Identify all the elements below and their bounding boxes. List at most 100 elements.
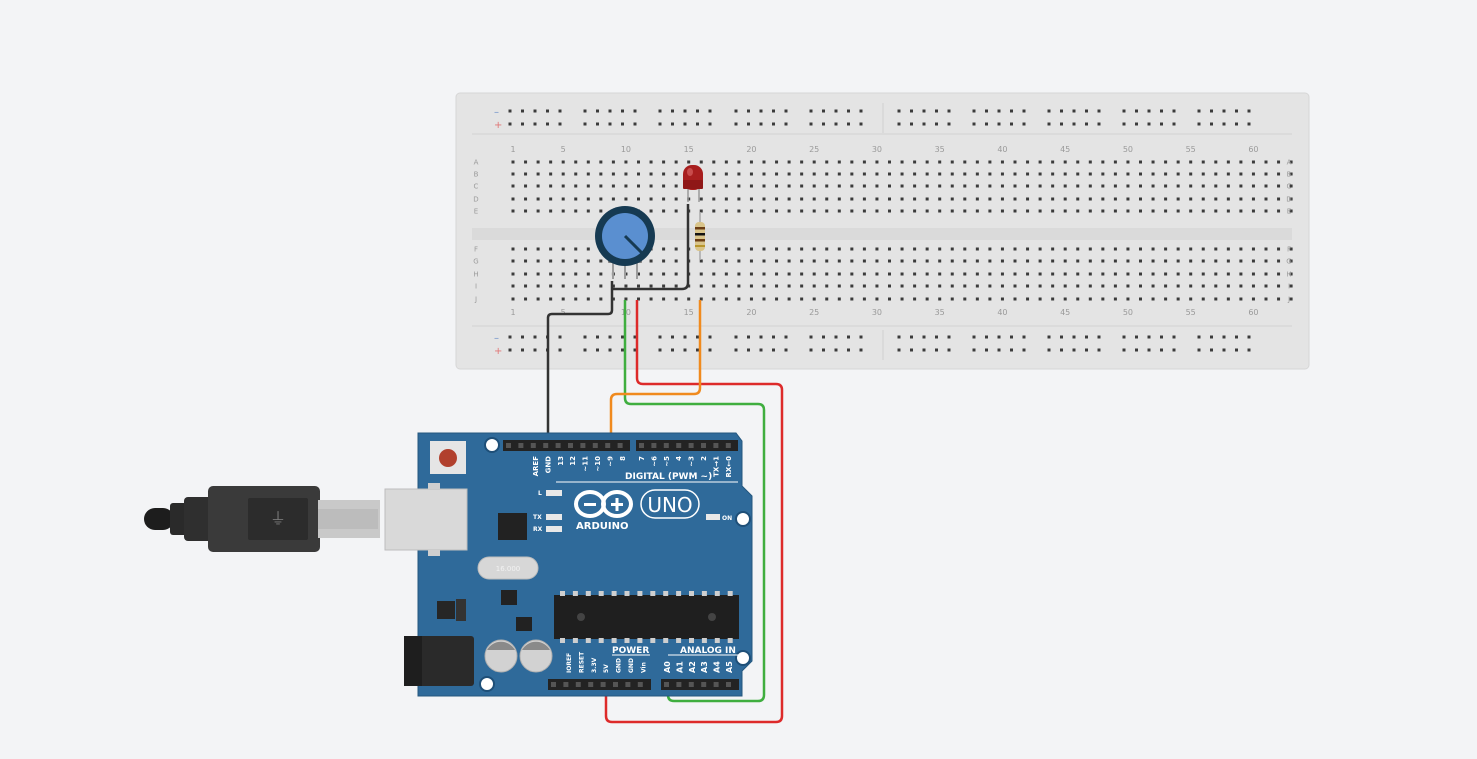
breadboard-hole[interactable] xyxy=(775,247,779,251)
breadboard-hole[interactable] xyxy=(662,184,666,188)
breadboard-hole[interactable] xyxy=(800,259,804,263)
rail-hole[interactable] xyxy=(683,348,687,352)
breadboard-hole[interactable] xyxy=(875,197,879,201)
rail-hole[interactable] xyxy=(1147,109,1151,113)
breadboard-hole[interactable] xyxy=(975,172,979,176)
rail-hole[interactable] xyxy=(558,109,562,113)
rail-hole[interactable] xyxy=(1147,335,1151,339)
breadboard-hole[interactable] xyxy=(1264,172,1268,176)
breadboard-hole[interactable] xyxy=(762,160,766,164)
rail-hole[interactable] xyxy=(772,335,775,339)
rail-hole[interactable] xyxy=(558,122,562,126)
breadboard-hole[interactable] xyxy=(1126,160,1130,164)
breadboard-hole[interactable] xyxy=(913,184,917,188)
breadboard-hole[interactable] xyxy=(749,259,753,263)
rail-hole[interactable] xyxy=(972,335,976,339)
breadboard-hole[interactable] xyxy=(599,297,603,301)
breadboard-hole[interactable] xyxy=(975,297,979,301)
breadboard-hole[interactable] xyxy=(1164,284,1168,288)
breadboard-hole[interactable] xyxy=(1214,160,1218,164)
breadboard-hole[interactable] xyxy=(913,247,917,251)
rail-hole[interactable] xyxy=(834,122,838,126)
rail-hole[interactable] xyxy=(521,122,524,126)
breadboard-hole[interactable] xyxy=(862,184,866,188)
breadboard-hole[interactable] xyxy=(925,247,929,251)
rail-hole[interactable] xyxy=(935,348,938,352)
rail-hole[interactable] xyxy=(747,348,750,352)
breadboard-hole[interactable] xyxy=(561,160,565,164)
breadboard-hole[interactable] xyxy=(574,272,578,276)
breadboard-hole[interactable] xyxy=(1176,197,1180,201)
breadboard-hole[interactable] xyxy=(586,297,590,301)
breadboard-hole[interactable] xyxy=(1176,209,1180,213)
breadboard-hole[interactable] xyxy=(1151,197,1155,201)
breadboard-hole[interactable] xyxy=(1264,160,1268,164)
breadboard-hole[interactable] xyxy=(524,247,528,251)
rail-hole[interactable] xyxy=(1085,109,1088,113)
breadboard-hole[interactable] xyxy=(925,209,929,213)
rail-hole[interactable] xyxy=(759,109,763,113)
breadboard-hole[interactable] xyxy=(787,247,791,251)
breadboard-hole[interactable] xyxy=(950,284,954,288)
rail-hole[interactable] xyxy=(1135,109,1138,113)
breadboard-hole[interactable] xyxy=(1151,247,1155,251)
breadboard-hole[interactable] xyxy=(888,184,891,188)
breadboard-hole[interactable] xyxy=(561,184,565,188)
breadboard-hole[interactable] xyxy=(536,247,540,251)
rail-hole[interactable] xyxy=(1097,335,1101,339)
breadboard-hole[interactable] xyxy=(1264,247,1268,251)
rail-hole[interactable] xyxy=(935,109,938,113)
breadboard-hole[interactable] xyxy=(599,259,603,263)
breadboard-hole[interactable] xyxy=(1151,209,1155,213)
breadboard-hole[interactable] xyxy=(561,259,565,263)
rail-hole[interactable] xyxy=(759,348,763,352)
breadboard-hole[interactable] xyxy=(862,172,866,176)
breadboard-hole[interactable] xyxy=(1088,272,1092,276)
breadboard-hole[interactable] xyxy=(536,172,540,176)
breadboard-hole[interactable] xyxy=(1214,197,1218,201)
breadboard-hole[interactable] xyxy=(611,197,615,201)
breadboard-hole[interactable] xyxy=(862,272,866,276)
breadboard-hole[interactable] xyxy=(1176,160,1180,164)
breadboard-hole[interactable] xyxy=(925,184,929,188)
breadboard-hole[interactable] xyxy=(561,247,565,251)
breadboard-hole[interactable] xyxy=(837,172,841,176)
breadboard-hole[interactable] xyxy=(975,197,979,201)
rail-hole[interactable] xyxy=(1222,348,1226,352)
breadboard-hole[interactable] xyxy=(1139,197,1142,201)
rail-hole[interactable] xyxy=(1210,348,1213,352)
breadboard-hole[interactable] xyxy=(1126,172,1130,176)
rail-hole[interactable] xyxy=(583,122,587,126)
breadboard-hole[interactable] xyxy=(724,297,728,301)
breadboard-hole[interactable] xyxy=(1226,259,1230,263)
header-pin-socket[interactable] xyxy=(725,443,731,448)
breadboard-hole[interactable] xyxy=(1189,160,1193,164)
breadboard-hole[interactable] xyxy=(938,284,942,288)
breadboard-hole[interactable] xyxy=(1000,172,1004,176)
rail-hole[interactable] xyxy=(1172,348,1176,352)
rail-hole[interactable] xyxy=(834,109,838,113)
breadboard-hole[interactable] xyxy=(586,209,590,213)
breadboard-hole[interactable] xyxy=(674,184,678,188)
breadboard-hole[interactable] xyxy=(787,259,791,263)
breadboard-hole[interactable] xyxy=(712,197,716,201)
breadboard-hole[interactable] xyxy=(674,160,678,164)
breadboard-hole[interactable] xyxy=(775,197,779,201)
breadboard-hole[interactable] xyxy=(1126,297,1130,301)
breadboard-hole[interactable] xyxy=(699,272,703,276)
breadboard-hole[interactable] xyxy=(1051,284,1055,288)
breadboard-hole[interactable] xyxy=(1226,272,1230,276)
breadboard-hole[interactable] xyxy=(1101,160,1105,164)
breadboard-hole[interactable] xyxy=(637,197,640,201)
breadboard-hole[interactable] xyxy=(737,272,741,276)
rail-hole[interactable] xyxy=(1197,348,1201,352)
breadboard-hole[interactable] xyxy=(837,209,841,213)
breadboard-hole[interactable] xyxy=(762,284,766,288)
breadboard-hole[interactable] xyxy=(1277,184,1281,188)
breadboard-hole[interactable] xyxy=(662,297,666,301)
rail-hole[interactable] xyxy=(985,335,988,339)
breadboard-hole[interactable] xyxy=(1226,184,1230,188)
rail-hole[interactable] xyxy=(633,335,637,339)
breadboard-hole[interactable] xyxy=(1013,284,1017,288)
breadboard-hole[interactable] xyxy=(662,160,666,164)
